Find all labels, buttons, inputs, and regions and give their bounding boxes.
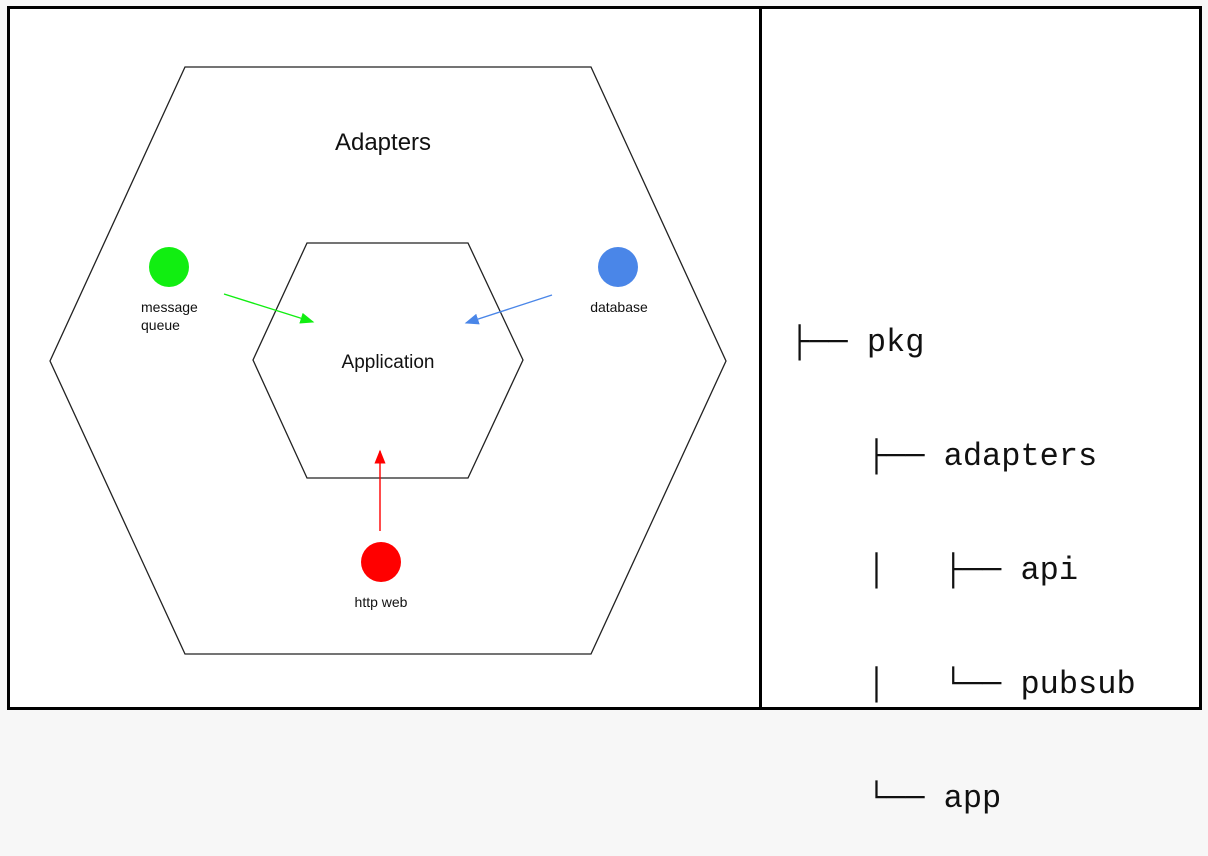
database-label: database (590, 299, 648, 315)
message-queue-label: message queue (141, 299, 202, 333)
http-web-label: http web (355, 594, 408, 610)
hexagonal-architecture-diagram: Adapters Application message queue datab… (49, 66, 727, 655)
package-tree: ├── pkg ├── adapters │ ├── api │ └── pub… (790, 248, 1136, 856)
tree-line-pkg: ├── pkg (790, 324, 925, 361)
http-web-node (361, 542, 401, 582)
database-arrow (464, 294, 553, 325)
message-queue-label-line-1: message (141, 299, 198, 315)
panel-divider (759, 9, 762, 707)
tree-line-api: │ ├── api (790, 552, 1079, 589)
database-node (598, 247, 638, 287)
application-label: Application (342, 352, 435, 373)
message-queue-arrow (223, 293, 315, 324)
tree-line-pubsub: │ └── pubsub (790, 666, 1136, 703)
figure-frame (7, 6, 1202, 710)
message-queue-node (149, 247, 189, 287)
tree-line-adapters: ├── adapters (790, 438, 1098, 475)
message-queue-label-line-2: queue (141, 317, 180, 333)
tree-line-app: └── app (790, 780, 1002, 817)
adapters-hexagon (49, 66, 727, 655)
adapters-label: Adapters (335, 129, 431, 156)
application-hexagon (252, 242, 524, 479)
